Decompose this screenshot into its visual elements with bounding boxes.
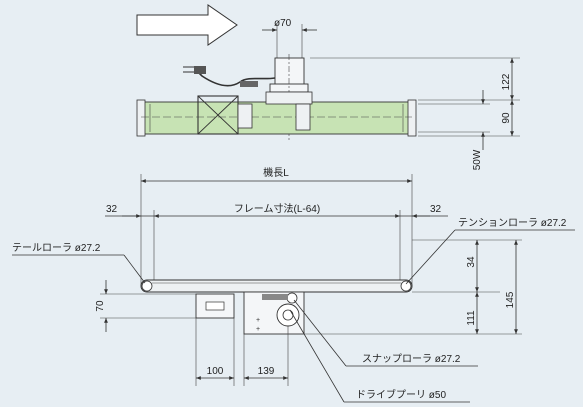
diameter-dimension: ø70	[262, 18, 317, 60]
frame-label: フレーム寸法(L-64)	[234, 202, 320, 215]
tail-roller-label: テールローラ ø27.2	[12, 242, 101, 254]
overall-length-label: 機長L	[263, 166, 289, 179]
snap-roller-callout: スナップローラ ø27.2	[293, 299, 478, 367]
top-view-height-dimensions: 122 90 50W	[310, 57, 520, 170]
tension-roller-callout: テンションローラ ø27.2	[405, 217, 575, 285]
svg-text:+: +	[256, 326, 260, 333]
dim-70: 70	[95, 300, 106, 312]
motor	[269, 54, 309, 140]
drive-pulley-callout: ドライブプーリ ø50	[289, 309, 470, 403]
tail-roller-callout: テールローラ ø27.2	[12, 242, 146, 284]
dim-50w: 50W	[472, 149, 483, 170]
frame-dimension: フレーム寸法(L-64) 32 32	[105, 202, 448, 286]
diameter-label: ø70	[274, 18, 292, 29]
dim-34: 34	[466, 256, 477, 268]
dim-70-group: 70	[95, 280, 196, 332]
power-cable	[183, 66, 276, 87]
snap-roller-label: スナップローラ ø27.2	[362, 353, 461, 365]
dim-122: 122	[501, 73, 512, 90]
belt-top	[136, 91, 417, 137]
front-view: 機長L フレーム寸法(L-64) 32 32	[12, 166, 575, 403]
offset-left-label: 32	[106, 204, 118, 215]
dim-145: 145	[505, 291, 516, 308]
dim-90: 90	[501, 112, 512, 124]
drive-pulley-label: ドライブプーリ ø50	[356, 388, 446, 401]
tension-roller-label: テンションローラ ø27.2	[458, 217, 567, 229]
right-vertical-dimensions: 34 111 145	[304, 239, 522, 335]
dim-111: 111	[466, 310, 477, 326]
conveyor-frame	[140, 279, 413, 293]
overall-length-dimension: 機長L	[140, 166, 413, 286]
top-view: ø70	[136, 4, 520, 170]
drive-unit: + +	[195, 291, 305, 335]
svg-text:+: +	[256, 317, 260, 324]
offset-right-label: 32	[430, 204, 442, 215]
dim-139: 139	[258, 366, 275, 377]
direction-arrow-icon	[136, 4, 238, 46]
dim-100: 100	[207, 366, 224, 377]
bottom-dimensions: 100 139	[195, 318, 289, 386]
